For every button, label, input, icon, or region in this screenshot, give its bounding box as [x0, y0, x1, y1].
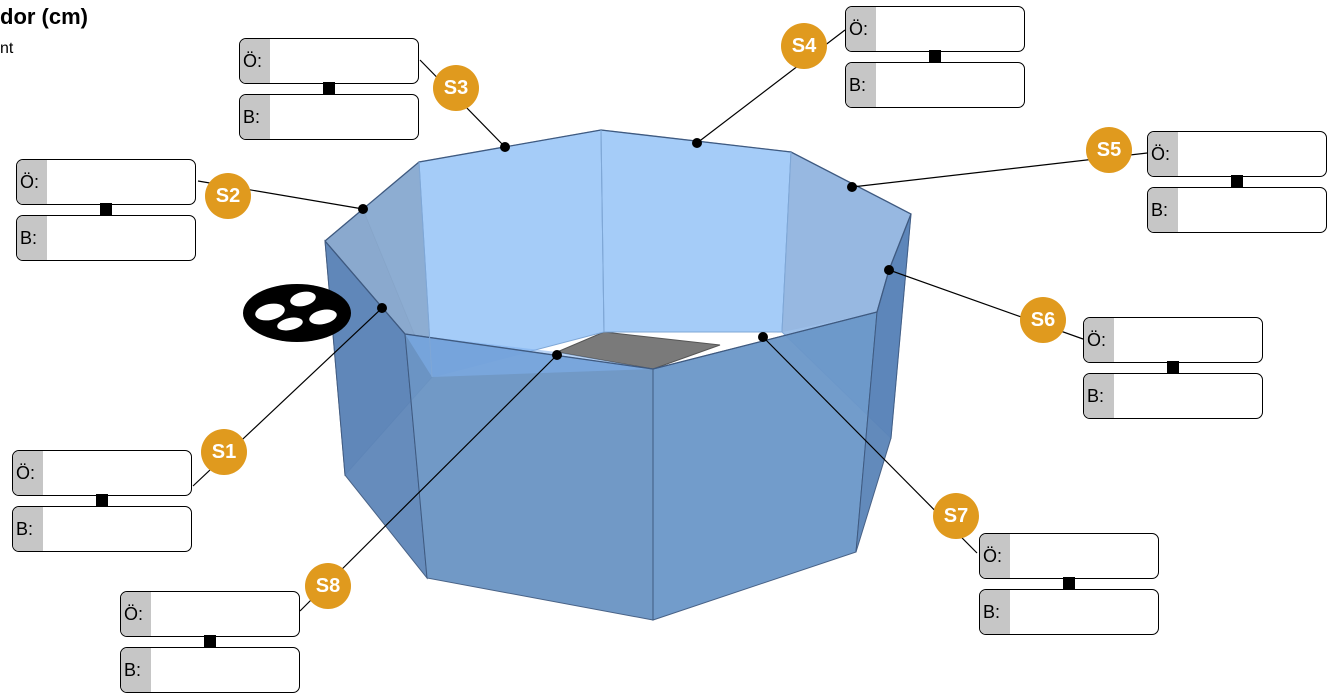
s6-bottom-field[interactable]: B:: [1083, 373, 1263, 419]
s8-measurement: Ö: B:: [120, 591, 300, 693]
s3-bottom-field[interactable]: B:: [239, 94, 419, 140]
s7-bottom-value[interactable]: [1010, 590, 1158, 634]
s8-top-field[interactable]: Ö:: [120, 591, 300, 637]
front-wall-right: [652, 311, 878, 621]
s5-bottom-field[interactable]: B:: [1147, 187, 1327, 233]
s1-measurement: Ö: B:: [12, 450, 192, 552]
s8-top-value[interactable]: [151, 592, 299, 636]
front-wall-left: [404, 333, 654, 621]
field-connector: [100, 203, 112, 215]
rim-outline: [324, 129, 912, 370]
s2-measurement: Ö: B:: [16, 159, 196, 261]
s6-badge: S6: [1020, 297, 1066, 343]
s3-bottom-value[interactable]: [270, 95, 418, 139]
rim-inner-right: [782, 152, 911, 332]
s6-top-value[interactable]: [1114, 318, 1262, 362]
rim-inner-left: [325, 162, 432, 377]
s2-badge: S2: [205, 173, 251, 219]
field-label: B:: [980, 590, 1010, 634]
s4-anchor-point: [692, 138, 702, 148]
s6-measurement: Ö: B:: [1083, 317, 1263, 419]
field-connector: [1167, 361, 1179, 373]
field-label: Ö:: [17, 160, 47, 204]
s5-top-value[interactable]: [1178, 132, 1326, 176]
s3-measurement: Ö: B:: [239, 38, 419, 140]
s6-top-field[interactable]: Ö:: [1083, 317, 1263, 363]
field-connector: [323, 82, 335, 94]
s7-measurement: Ö: B:: [979, 533, 1159, 635]
s2-top-value[interactable]: [47, 160, 195, 204]
page-title: dor (cm): [0, 4, 88, 29]
s2-anchor-point: [358, 204, 368, 214]
s4-measurement: Ö: B:: [845, 6, 1025, 108]
s3-badge: S3: [433, 65, 479, 111]
field-label: Ö:: [1084, 318, 1114, 362]
s4-bottom-field[interactable]: B:: [845, 62, 1025, 108]
page-subtitle: nt: [0, 40, 14, 57]
s2-bottom-field[interactable]: B:: [16, 215, 196, 261]
s7-top-field[interactable]: Ö:: [979, 533, 1159, 579]
s1-bottom-field[interactable]: B:: [12, 506, 192, 552]
field-label: Ö:: [980, 534, 1010, 578]
s7-badge: S7: [933, 493, 979, 539]
field-connector: [204, 635, 216, 647]
s2-top-field[interactable]: Ö:: [16, 159, 196, 205]
s3-anchor-point: [500, 142, 510, 152]
s7-anchor-point: [758, 332, 768, 342]
s3-top-field[interactable]: Ö:: [239, 38, 419, 84]
s1-top-value[interactable]: [43, 451, 191, 495]
s1-bottom-value[interactable]: [43, 507, 191, 551]
field-connector: [96, 494, 108, 506]
s8-bottom-value[interactable]: [151, 648, 299, 692]
field-label: Ö:: [13, 451, 43, 495]
s4-top-value[interactable]: [876, 7, 1024, 51]
s4-bottom-value[interactable]: [876, 63, 1024, 107]
s1-anchor-point: [377, 303, 387, 313]
field-label: Ö:: [240, 39, 270, 83]
field-label: Ö:: [846, 7, 876, 51]
field-label: B:: [846, 63, 876, 107]
s4-top-field[interactable]: Ö:: [845, 6, 1025, 52]
s5-measurement: Ö: B:: [1147, 131, 1327, 233]
s8-anchor-point: [552, 350, 562, 360]
s3-top-value[interactable]: [270, 39, 418, 83]
field-label: Ö:: [1148, 132, 1178, 176]
footprints-icon: [243, 284, 351, 342]
s7-bottom-field[interactable]: B:: [979, 589, 1159, 635]
s4-badge: S4: [781, 23, 827, 69]
s7-top-value[interactable]: [1010, 534, 1158, 578]
glass-highlight: [405, 334, 653, 377]
field-label: B:: [13, 507, 43, 551]
s8-badge: S8: [305, 563, 351, 609]
field-label: B:: [1148, 188, 1178, 232]
field-label: B:: [17, 216, 47, 260]
s5-bottom-value[interactable]: [1178, 188, 1326, 232]
s8-bottom-field[interactable]: B:: [120, 647, 300, 693]
s5-top-field[interactable]: Ö:: [1147, 131, 1327, 177]
s6-anchor-point: [884, 265, 894, 275]
s5-anchor-point: [847, 182, 857, 192]
field-connector: [1231, 175, 1243, 187]
back-wall-5: [600, 129, 792, 333]
field-connector: [1063, 577, 1075, 589]
field-connector: [929, 50, 941, 62]
field-label: B:: [1084, 374, 1114, 418]
s5-badge: S5: [1086, 127, 1132, 173]
s1-top-field[interactable]: Ö:: [12, 450, 192, 496]
field-label: B:: [121, 648, 151, 692]
s6-bottom-value[interactable]: [1114, 374, 1262, 418]
s1-badge: S1: [201, 429, 247, 475]
field-label: B:: [240, 95, 270, 139]
s2-bottom-value[interactable]: [47, 216, 195, 260]
field-label: Ö:: [121, 592, 151, 636]
